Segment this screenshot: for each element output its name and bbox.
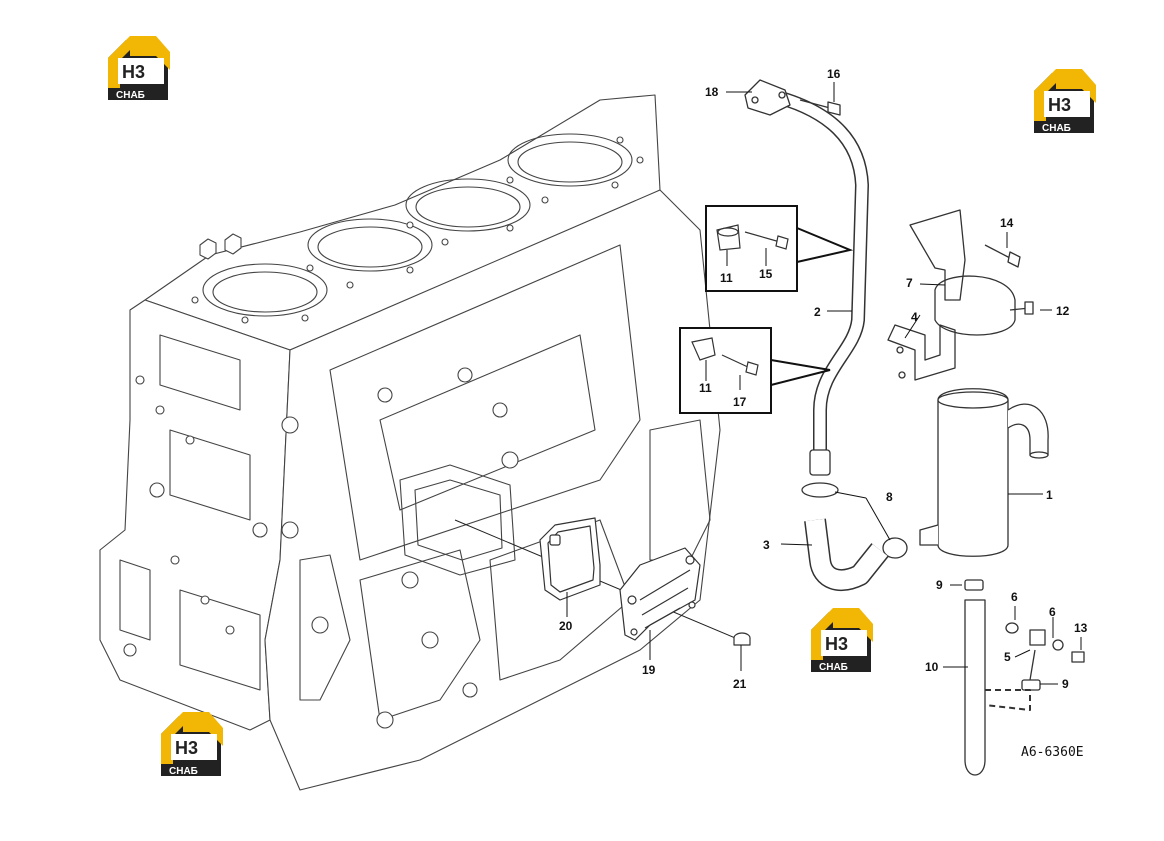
callout-12: 12 xyxy=(1056,304,1070,318)
watermark-logo: H3 СНАБ xyxy=(108,36,170,101)
oil-trap-gasket-and-cover xyxy=(454,517,751,646)
callout-16: 16 xyxy=(827,67,841,81)
callout-labels: 1 2 3 4 5 6 6 7 8 9 9 10 11 11 12 13 14 … xyxy=(559,67,1088,691)
detail-inset-lower xyxy=(679,327,831,414)
watermark-logo: H3 СНАБ xyxy=(161,712,223,777)
callout-leaders xyxy=(566,82,1082,685)
callout-10: 10 xyxy=(925,660,939,674)
svg-text:H3: H3 xyxy=(825,634,848,654)
breather-assembly xyxy=(744,79,1085,776)
svg-text:СНАБ: СНАБ xyxy=(169,766,198,777)
callout-15: 15 xyxy=(759,267,773,281)
svg-text:СНАБ: СНАБ xyxy=(819,662,848,673)
svg-text:H3: H3 xyxy=(1048,95,1071,115)
callout-13: 13 xyxy=(1074,621,1088,635)
callout-14: 14 xyxy=(1000,216,1014,230)
watermark-logo: H3 СНАБ xyxy=(811,608,873,673)
callout-4: 4 xyxy=(911,310,918,324)
callout-9a: 9 xyxy=(936,578,943,592)
callout-5: 5 xyxy=(1004,650,1011,664)
callout-11a: 11 xyxy=(720,271,733,285)
callout-20: 20 xyxy=(559,619,573,633)
callout-17: 17 xyxy=(733,395,747,409)
callout-18: 18 xyxy=(705,85,719,99)
callout-19: 19 xyxy=(642,663,656,677)
callout-6b: 6 xyxy=(1049,605,1056,619)
svg-text:СНАБ: СНАБ xyxy=(116,90,145,101)
drawing-reference: A6-6360E xyxy=(1021,745,1084,760)
callout-21: 21 xyxy=(733,677,747,691)
callout-2: 2 xyxy=(814,305,821,319)
svg-text:H3: H3 xyxy=(175,738,198,758)
callout-7: 7 xyxy=(906,276,913,290)
callout-9b: 9 xyxy=(1062,677,1069,691)
callout-8: 8 xyxy=(886,490,893,504)
callout-11b: 11 xyxy=(699,381,712,395)
svg-text:H3: H3 xyxy=(122,62,145,82)
detail-inset-upper xyxy=(705,205,854,292)
callout-3: 3 xyxy=(763,538,770,552)
svg-text:СНАБ: СНАБ xyxy=(1042,123,1071,134)
engine-block xyxy=(99,94,721,791)
watermark-logo: H3 СНАБ xyxy=(1034,69,1096,134)
callout-6a: 6 xyxy=(1011,590,1018,604)
callout-1: 1 xyxy=(1046,488,1053,502)
